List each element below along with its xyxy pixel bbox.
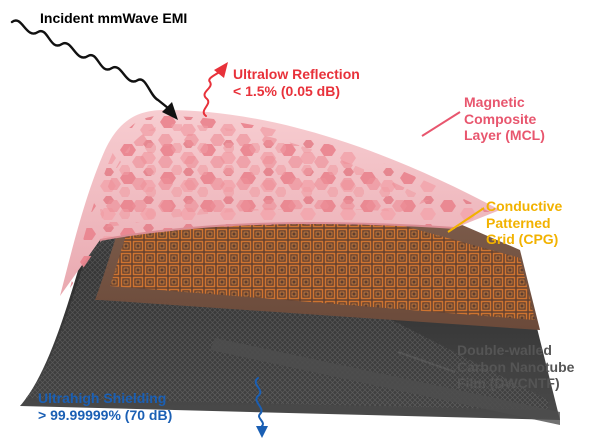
cpg-line2: Patterned bbox=[486, 214, 551, 231]
magnetic-layer-edge bbox=[99, 222, 456, 241]
cpg-label: Conductive Patterned Grid (CPG) bbox=[486, 198, 562, 248]
incident-emi-label: Incident mmWave EMI bbox=[40, 10, 187, 27]
magnetic-particles-overlay bbox=[100, 124, 430, 228]
cpg-line3: Grid (CPG) bbox=[486, 231, 559, 248]
incident-emi-text: Incident mmWave EMI bbox=[40, 10, 188, 26]
mcl-line1: Magnetic bbox=[464, 94, 525, 110]
cpg-line1: Conductive bbox=[486, 198, 563, 214]
mcl-line2: Composite bbox=[464, 110, 537, 127]
dwcntf-line3: Film (DWCNTF) bbox=[457, 375, 560, 392]
shielding-label: Ultrahigh Shielding > 99.99999% (70 dB) bbox=[38, 390, 172, 423]
shielding-arrowhead-icon bbox=[256, 426, 268, 438]
reflection-value: < 1.5% (0.05 dB) bbox=[233, 82, 340, 99]
dwcntf-label: Double-walled Carbon Nanotube Film (DWCN… bbox=[457, 342, 574, 392]
mcl-label: Magnetic Composite Layer (MCL) bbox=[464, 94, 545, 144]
incident-arrowhead-icon bbox=[162, 102, 178, 120]
shielding-title: Ultrahigh Shielding bbox=[38, 390, 167, 406]
reflection-label: Ultralow Reflection < 1.5% (0.05 dB) bbox=[233, 66, 360, 99]
dwcntf-line2: Carbon Nanotube bbox=[457, 358, 575, 375]
dwcntf-line1: Double-walled bbox=[457, 342, 552, 358]
dwcntf-leader-line bbox=[397, 351, 456, 373]
shielding-wave-icon bbox=[254, 377, 264, 427]
reflection-title: Ultralow Reflection bbox=[233, 66, 360, 82]
reflection-wave-icon bbox=[202, 69, 223, 117]
mcl-leader-line bbox=[421, 111, 461, 137]
reflection-arrowhead-icon bbox=[214, 62, 228, 78]
shielding-value: > 99.99999% (70 dB) bbox=[38, 406, 173, 423]
cnt-film-band bbox=[210, 338, 560, 425]
mcl-line3: Layer (MCL) bbox=[464, 127, 545, 144]
incident-wave-icon bbox=[10, 19, 170, 110]
cpg-leader-line bbox=[447, 207, 485, 233]
